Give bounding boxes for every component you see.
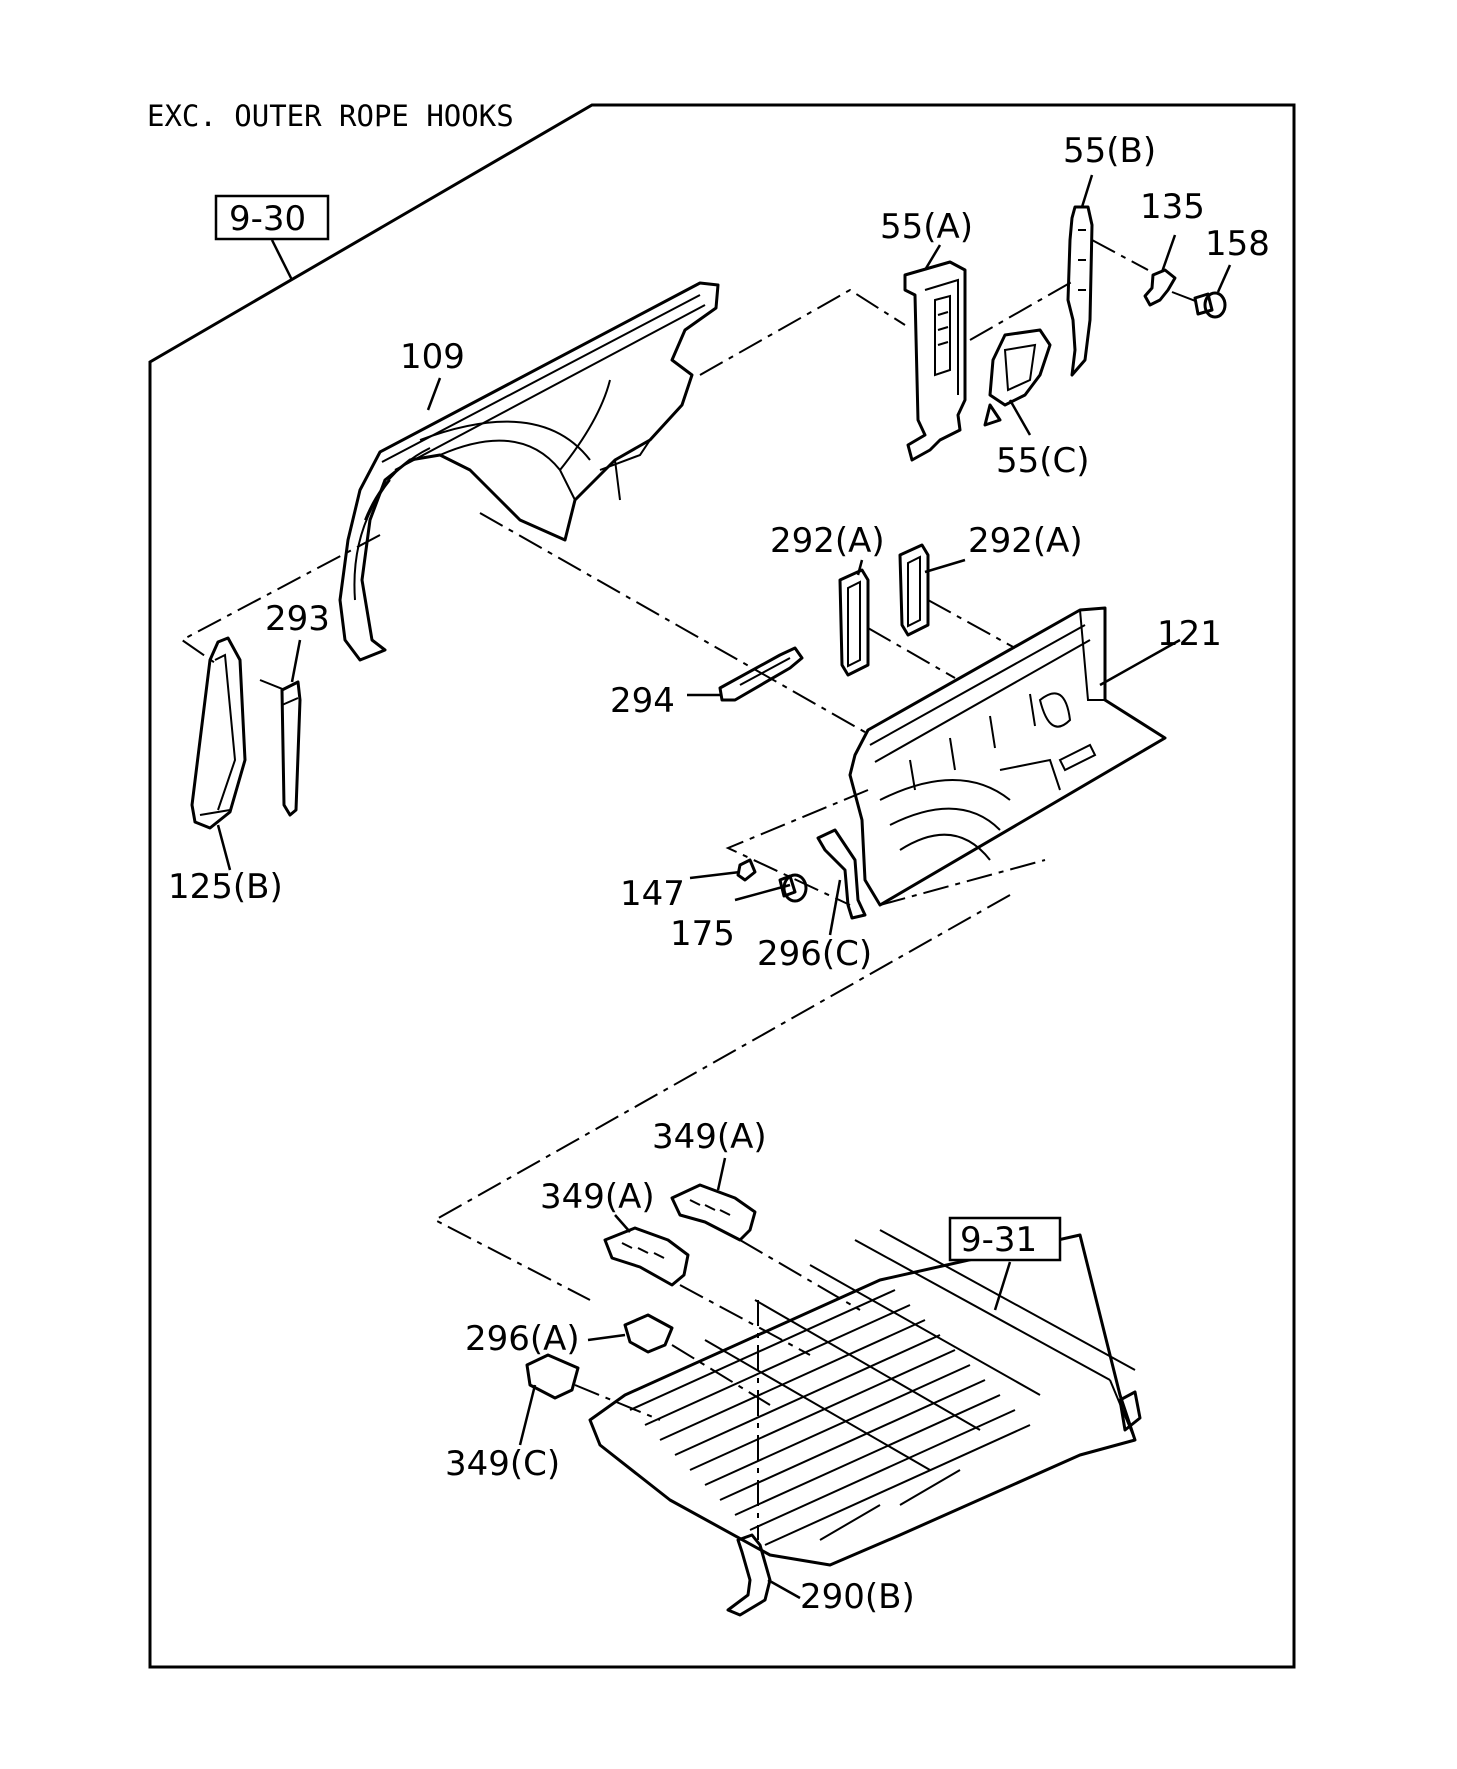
part-135-clip[interactable] xyxy=(1143,268,1177,307)
part-125b-corner-pillar[interactable] xyxy=(190,636,247,830)
callout-135[interactable]: 135 xyxy=(1140,187,1205,227)
diagram-frame xyxy=(148,103,1296,1669)
callout-349c[interactable]: 349(C) xyxy=(445,1444,560,1484)
part-175-bolt[interactable] xyxy=(778,873,808,903)
part-147-nut[interactable] xyxy=(736,858,757,882)
part-158-bolt[interactable] xyxy=(1193,291,1227,319)
callout-290b[interactable]: 290(B) xyxy=(800,1577,915,1617)
part-290b-support[interactable] xyxy=(726,1533,772,1617)
alignment-lines xyxy=(180,239,1199,1540)
callout-125b[interactable]: 125(B) xyxy=(168,867,283,907)
callout-175[interactable]: 175 xyxy=(670,914,735,954)
part-floor-assembly[interactable] xyxy=(588,1229,1142,1567)
part-296c-bracket[interactable] xyxy=(816,828,867,920)
callout-55b[interactable]: 55(B) xyxy=(1063,131,1156,171)
part-349a-lower-bracket[interactable] xyxy=(603,1226,690,1287)
part-109-rear-side-panel[interactable] xyxy=(338,281,720,662)
part-349a-upper-bracket[interactable] xyxy=(670,1183,757,1242)
diagram-title: EXC. OUTER ROPE HOOKS xyxy=(147,99,514,133)
ref-label-9-30: 9-30 xyxy=(229,199,306,239)
callout-121[interactable]: 121 xyxy=(1157,614,1222,654)
callout-349a-lower[interactable]: 349(A) xyxy=(540,1177,655,1217)
callout-292a-left[interactable]: 292(A) xyxy=(770,521,885,561)
part-294-reinforcement[interactable] xyxy=(718,646,804,702)
callout-293[interactable]: 293 xyxy=(265,599,330,639)
part-292a-right-bracket[interactable] xyxy=(898,543,930,637)
part-296a-clip[interactable] xyxy=(623,1313,674,1354)
ref-box-9-30[interactable]: 9-30 xyxy=(214,194,330,281)
callout-55c[interactable]: 55(C) xyxy=(996,441,1090,481)
part-121-front-bulkhead[interactable] xyxy=(848,606,1167,907)
callout-296a[interactable]: 296(A) xyxy=(465,1319,580,1359)
callout-294[interactable]: 294 xyxy=(610,681,675,721)
callout-296c[interactable]: 296(C) xyxy=(757,934,872,974)
part-292a-left-bracket[interactable] xyxy=(838,568,870,677)
callout-158[interactable]: 158 xyxy=(1205,224,1270,264)
ref-label-9-31: 9-31 xyxy=(960,1220,1037,1260)
ref-box-9-31[interactable]: 9-31 xyxy=(948,1216,1062,1262)
part-55b-pillar-bracket[interactable] xyxy=(1066,205,1094,377)
callout-147[interactable]: 147 xyxy=(620,874,685,914)
part-55c-corner-bracket[interactable] xyxy=(983,328,1052,427)
leader-lines xyxy=(216,174,1232,1600)
callout-292a-right[interactable]: 292(A) xyxy=(968,521,1083,561)
part-55a-pillar-inner[interactable] xyxy=(903,260,967,462)
part-293-strip[interactable] xyxy=(280,680,302,817)
callout-labels: 55(A) 55(B) 55(C) 135 158 109 292(A) 292… xyxy=(168,131,1270,1617)
callout-55a[interactable]: 55(A) xyxy=(880,207,973,247)
callout-349a-upper[interactable]: 349(A) xyxy=(652,1117,767,1157)
callout-109[interactable]: 109 xyxy=(400,337,465,377)
part-349c-bracket[interactable] xyxy=(525,1353,580,1400)
